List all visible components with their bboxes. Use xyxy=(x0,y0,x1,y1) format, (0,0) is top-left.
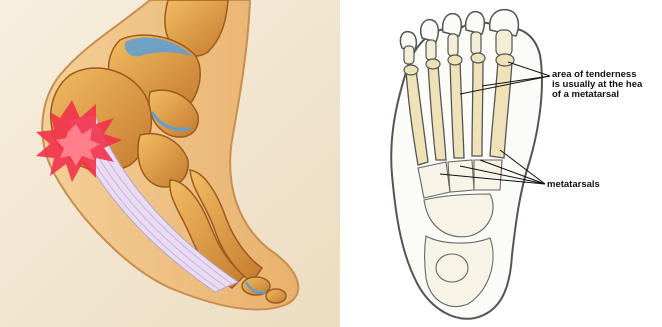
tenderness-label: area of tenderness is usually at the hea… xyxy=(552,70,642,100)
metatarsals-label: metatarsals xyxy=(547,180,600,190)
foot-skeleton-icon xyxy=(340,0,662,327)
foot-skeleton-diagram xyxy=(340,0,662,327)
heel-illustration xyxy=(0,0,340,327)
heel-pain-illustration-icon xyxy=(0,0,340,327)
tenderness-label-line3: of a metatarsal xyxy=(552,90,642,100)
